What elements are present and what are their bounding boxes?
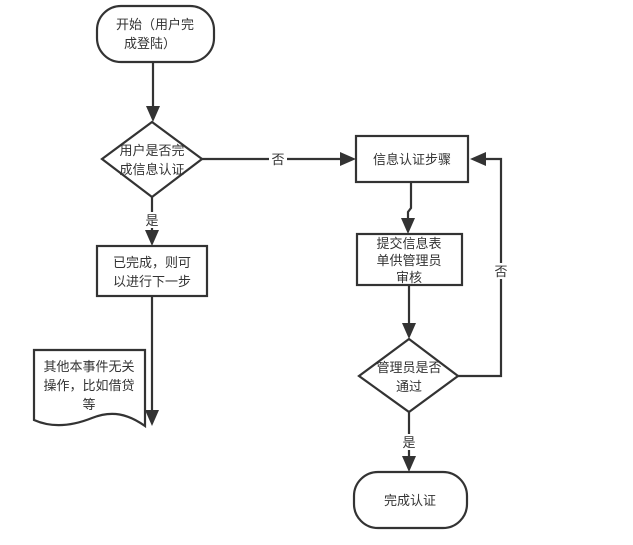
node-end-line-1: 完成认证 xyxy=(384,494,436,509)
node-submit-form-line-2: 单供管理员 xyxy=(376,254,441,269)
node-other-ops-line-1: 其他本事件无关 xyxy=(43,360,134,375)
node-admin-check-line-2: 通过 xyxy=(396,380,422,395)
arrowhead-icon xyxy=(470,152,486,166)
node-other-ops[interactable]: 其他本事件无关 操作，比如借贷 等 xyxy=(32,348,147,429)
edge-admin-no: 否 xyxy=(458,152,510,378)
node-done-next-line-1: 已完成，则可 xyxy=(113,256,191,271)
node-auth-steps[interactable]: 信息认证步骤 xyxy=(354,134,470,184)
edge-steps-to-submit xyxy=(401,182,415,234)
node-start-line-1: 开始（用户完 xyxy=(116,17,194,33)
node-done-next-line-2: 以进行下一步 xyxy=(113,275,191,290)
edge-start-to-check xyxy=(146,62,160,122)
node-admin-check-line-1: 管理员是否 xyxy=(376,361,441,376)
node-check-auth[interactable]: 用户是否完 成信息认证 xyxy=(100,120,204,199)
edge-label-yes: 是 xyxy=(402,436,415,451)
edge-check-yes: 是 xyxy=(143,197,161,246)
edge-check-no: 否 xyxy=(202,151,356,168)
edge-label-no: 否 xyxy=(271,153,284,168)
node-end[interactable]: 完成认证 xyxy=(352,470,469,530)
arrowhead-icon xyxy=(340,152,356,166)
node-done-next[interactable]: 已完成，则可 以进行下一步 xyxy=(95,244,209,298)
node-check-auth-line-2: 成信息认证 xyxy=(119,162,184,178)
edge-submit-to-admin xyxy=(402,285,416,339)
edge-done-to-other xyxy=(145,296,159,426)
arrowhead-icon xyxy=(401,218,415,234)
edge-label-yes: 是 xyxy=(145,214,158,229)
arrowhead-icon xyxy=(146,106,160,122)
node-submit-form-line-3: 审核 xyxy=(396,271,422,286)
edge-admin-yes: 是 xyxy=(400,412,418,472)
node-start[interactable]: 开始（用户完 成登陆） xyxy=(95,4,216,64)
node-submit-form[interactable]: 提交信息表 单供管理员 审核 xyxy=(355,232,464,287)
node-other-ops-line-3: 等 xyxy=(82,397,95,413)
arrowhead-icon xyxy=(145,410,159,426)
arrowhead-icon xyxy=(145,230,159,246)
node-submit-form-line-1: 提交信息表 xyxy=(376,236,441,252)
node-start-line-2: 成登陆） xyxy=(124,36,176,52)
node-admin-check[interactable]: 管理员是否 通过 xyxy=(357,337,460,414)
arrowhead-icon xyxy=(402,323,416,339)
arrowhead-icon xyxy=(402,456,416,472)
node-auth-steps-line-1: 信息认证步骤 xyxy=(373,152,451,168)
node-check-auth-line-1: 用户是否完 xyxy=(119,143,184,159)
edge-label-no: 否 xyxy=(494,265,507,280)
node-other-ops-line-2: 操作，比如借贷 xyxy=(43,378,134,394)
